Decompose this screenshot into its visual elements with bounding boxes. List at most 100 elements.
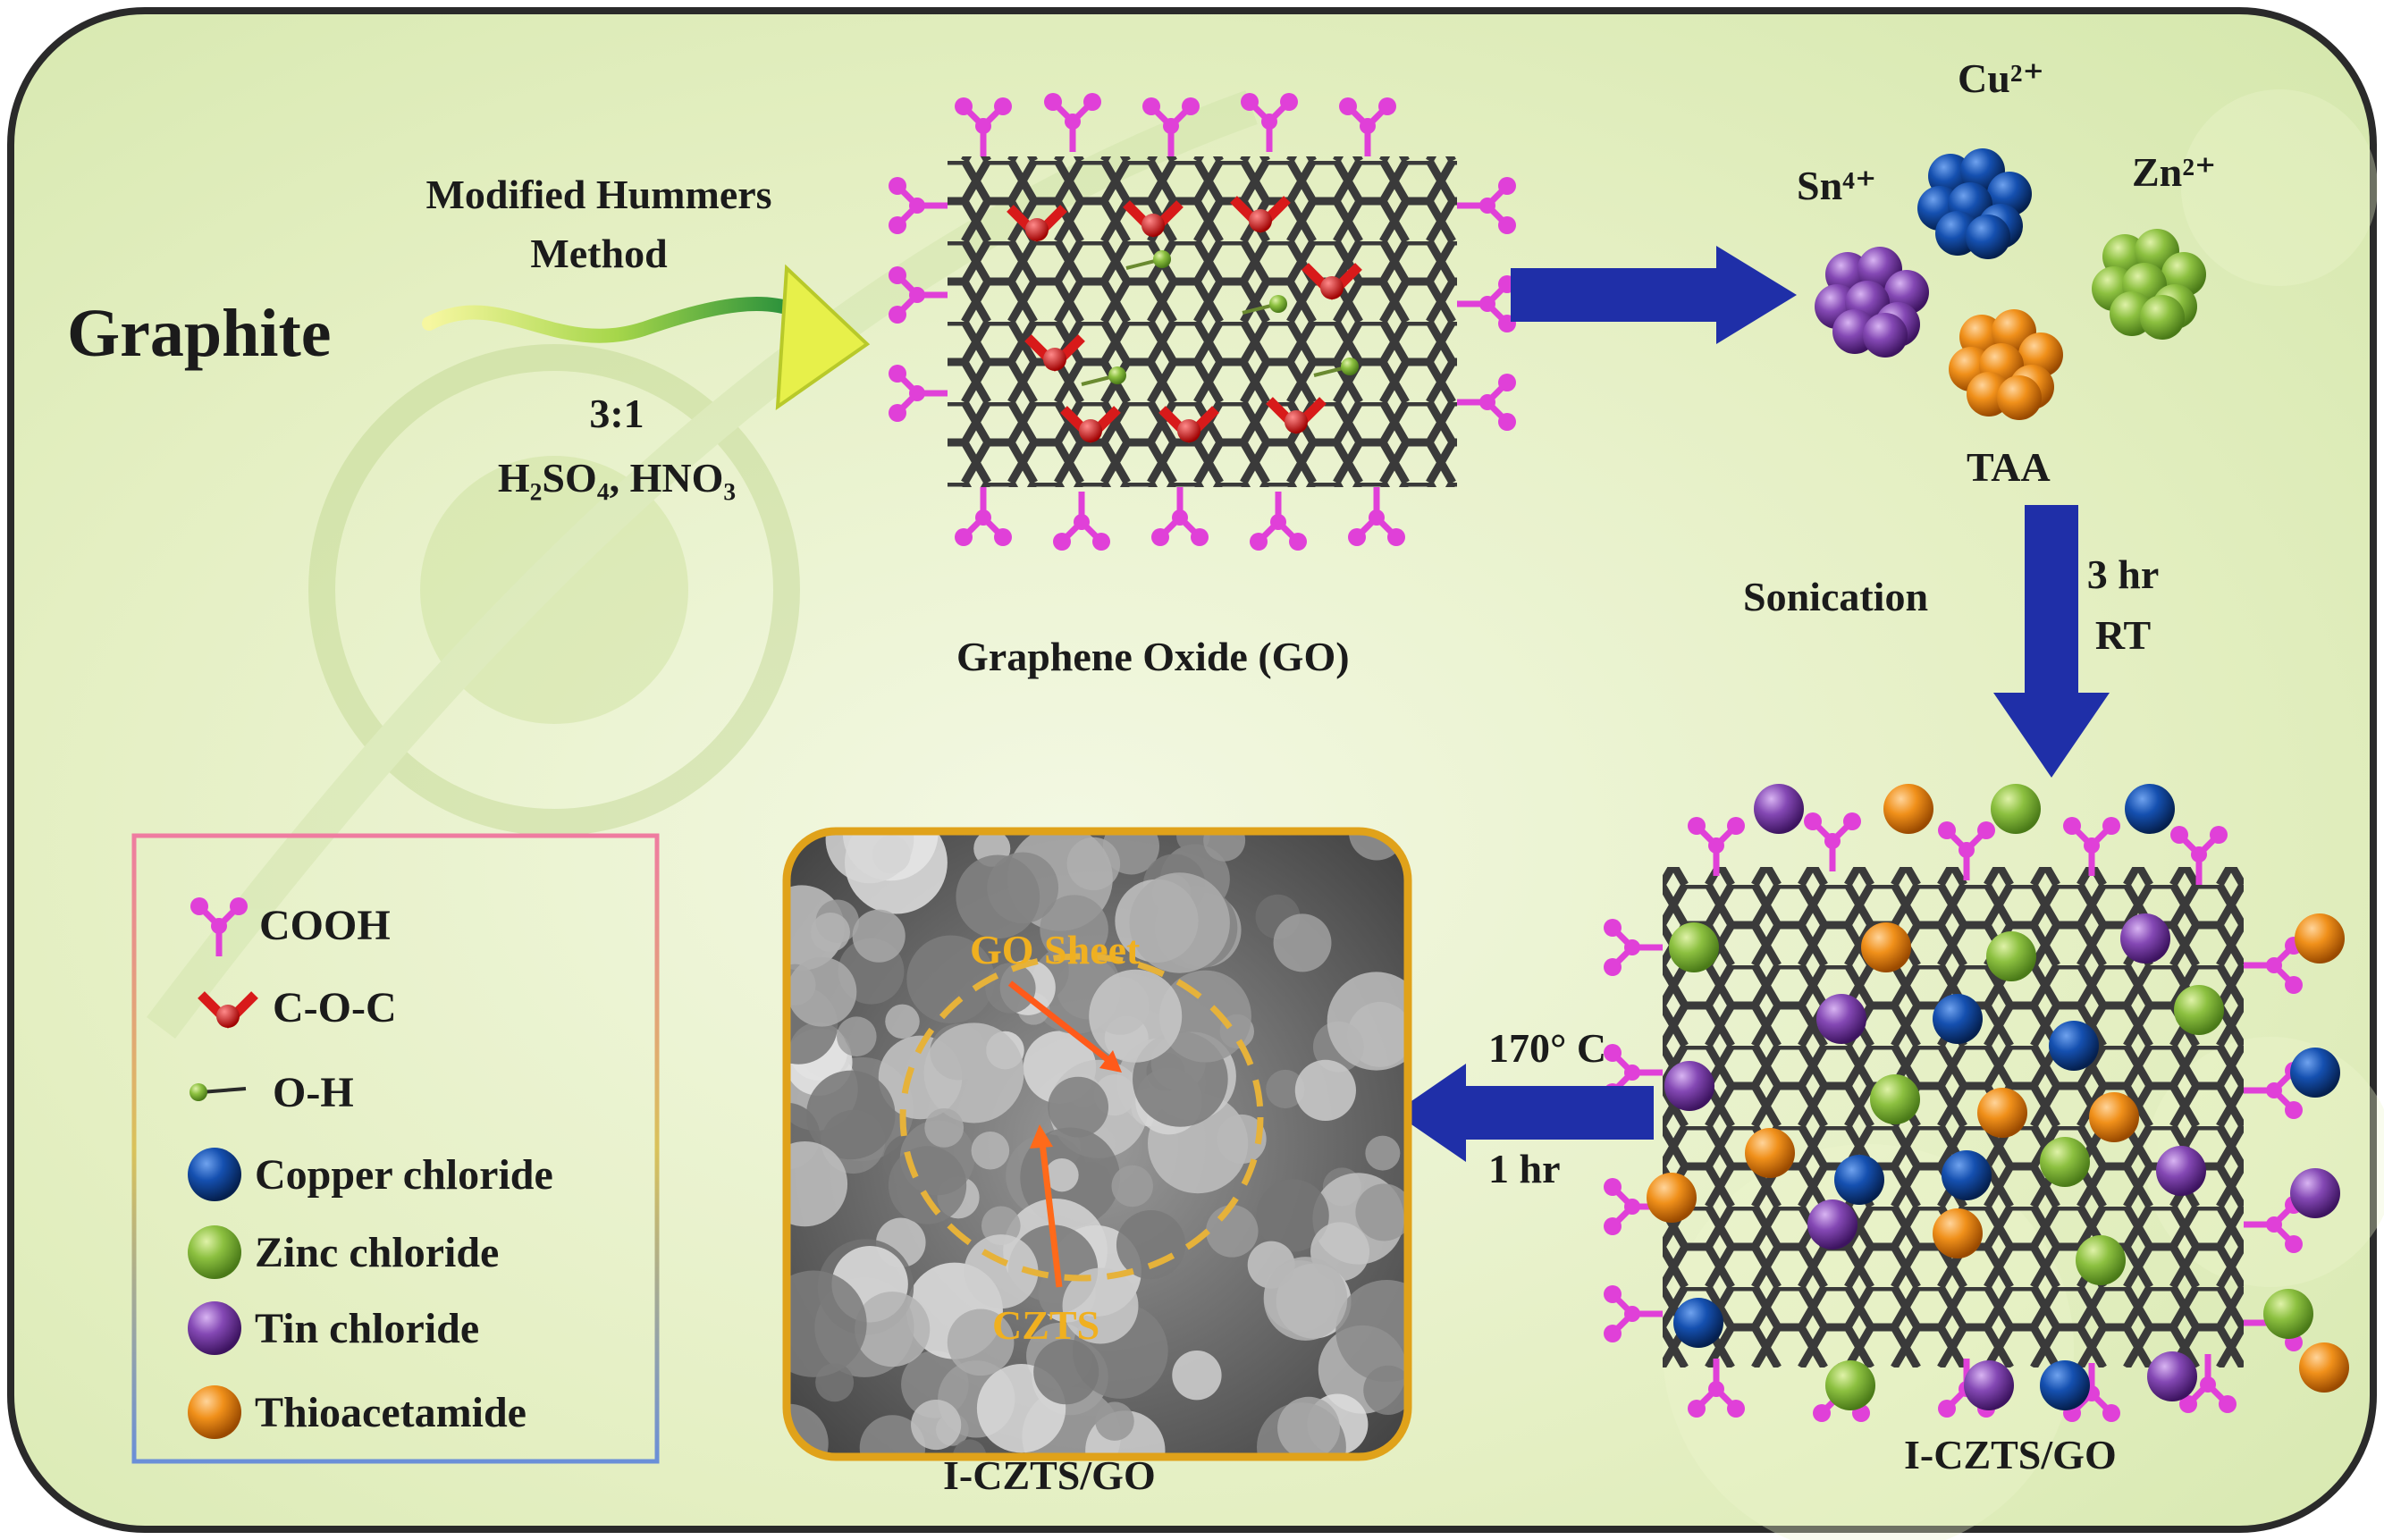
cooh-group — [1804, 812, 1861, 871]
copper-sphere — [1933, 994, 1983, 1044]
cu-ion-label: Cu²⁺ — [1958, 55, 2044, 101]
sonication-time: 3 hr — [2086, 551, 2160, 597]
method-line2: Method — [530, 231, 668, 276]
epoxy-groups — [1007, 196, 1362, 443]
cooh-group — [1044, 93, 1101, 152]
hummers-arrow — [422, 264, 871, 411]
taa-sphere — [2299, 1342, 2349, 1393]
epoxy-group — [1060, 406, 1121, 443]
product-label: I-CZTS/GO — [1904, 1432, 2117, 1477]
sem-annotation-czts: CZTS — [992, 1302, 1100, 1348]
zn-ion-label: Zn²⁺ — [2132, 149, 2217, 195]
zinc-sphere — [1825, 1360, 1875, 1410]
cooh-group — [1151, 487, 1209, 546]
cooh-group — [1339, 97, 1396, 156]
legend-item-copper: Copper chloride — [255, 1141, 553, 1208]
cooh-group — [2244, 1196, 2303, 1253]
cooh-group — [1604, 1178, 1663, 1235]
cooh-group — [1241, 93, 1298, 152]
legend-label-copper: Copper chloride — [255, 1150, 553, 1199]
arrow-to-sem — [1394, 1064, 1654, 1162]
tin-sphere — [2120, 913, 2170, 964]
zinc-sphere — [1986, 931, 2036, 981]
tin-sphere — [1754, 784, 1804, 834]
cooh-group — [2244, 937, 2303, 994]
cooh-group — [889, 266, 948, 324]
cooh-group — [889, 365, 948, 422]
taa-sphere — [1861, 922, 1911, 972]
zinc-sphere — [1991, 784, 2041, 834]
legend-label-zinc: Zinc chloride — [255, 1228, 500, 1276]
cooh-group — [1688, 1359, 1745, 1418]
cooh-group — [1938, 821, 1995, 880]
copper-sphere — [1673, 1298, 1723, 1348]
copper-cluster — [1917, 148, 2032, 259]
go-label: Graphene Oxide (GO) — [956, 634, 1350, 679]
tin-sphere — [1816, 994, 1866, 1044]
copper-sphere — [2040, 1360, 2090, 1410]
arrow-down — [1993, 505, 2110, 778]
precursor-clusters — [1815, 148, 2206, 420]
hydroxyl-icon — [190, 1083, 247, 1101]
tin-sphere — [1964, 1360, 2014, 1410]
legend-item-tin: Tin chloride — [255, 1295, 479, 1361]
legend-icons — [188, 897, 258, 1439]
legend-item-oh: O-H — [273, 1059, 354, 1125]
tin-sphere — [1664, 1061, 1714, 1111]
sonication-label: Sonication — [1743, 574, 1929, 619]
cooh-group — [1604, 1285, 1663, 1342]
hydroxyl-group — [1242, 295, 1287, 315]
sonication-conditions: 3 hr RT — [2047, 554, 2199, 656]
cooh-group — [190, 897, 248, 956]
graphene-oxide-sheet — [889, 93, 1516, 551]
heating-temp: 170° C — [1488, 1025, 1607, 1071]
cooh-group — [1053, 492, 1110, 551]
legend-item-coc: C-O-C — [273, 974, 397, 1040]
legend-item-taa: Thioacetamide — [255, 1379, 527, 1445]
zinc-sphere — [1669, 922, 1719, 972]
acid-reagents: H₂SO₄, HNO₃ — [497, 455, 737, 501]
epoxy-group — [198, 991, 258, 1029]
sem-label: I-CZTS/GO — [943, 1452, 1156, 1498]
sem-annotation-go-sheet: GO Sheet — [970, 927, 1141, 972]
sonication-temp: RT — [2094, 612, 2152, 658]
legend-label-cooh: COOH — [259, 901, 391, 949]
cooh-group — [1250, 492, 1307, 551]
zinc-sphere — [2040, 1137, 2090, 1187]
tin-sphere — [2290, 1168, 2340, 1218]
taa-sphere — [2295, 913, 2345, 964]
taa-sphere — [1883, 784, 1933, 834]
zinc-sphere — [1870, 1074, 1920, 1124]
copper-sphere — [2125, 784, 2175, 834]
cooh-group — [2170, 826, 2228, 885]
heating-time: 1 hr — [1488, 1146, 1561, 1191]
cooh-group — [1604, 919, 1663, 976]
cooh-group — [955, 487, 1012, 546]
cooh-group — [2063, 817, 2120, 876]
hydroxyl-group — [1125, 250, 1171, 270]
sem-image — [782, 827, 1412, 1461]
copper-sphere — [2290, 1048, 2340, 1098]
cooh-group — [955, 97, 1012, 156]
copper-sphere — [1834, 1155, 1884, 1205]
taa-cluster — [1949, 309, 2063, 420]
cooh-group — [1457, 275, 1516, 332]
epoxy-group — [1302, 263, 1362, 300]
taa-sphere-icon — [188, 1385, 241, 1439]
method-line1: Modified Hummers — [425, 172, 772, 217]
legend-label-coc: C-O-C — [273, 983, 397, 1031]
acid-ratio: 3:1 — [589, 391, 644, 436]
zinc-sphere — [2174, 985, 2224, 1035]
epoxy-group — [1266, 397, 1327, 434]
epoxy-group — [1024, 334, 1085, 372]
legend-item-zinc: Zinc chloride — [255, 1219, 499, 1285]
legend-item-cooh: COOH — [259, 892, 391, 958]
sn-ion-label: Sn⁴⁺ — [1797, 163, 1877, 208]
legend-box — [131, 833, 660, 1464]
tin-sphere — [2147, 1351, 2197, 1401]
epoxy-group — [1123, 200, 1184, 238]
copper-sphere — [2049, 1021, 2099, 1071]
legend-label-oh: O-H — [273, 1068, 354, 1116]
tin-cluster — [1815, 247, 1929, 358]
